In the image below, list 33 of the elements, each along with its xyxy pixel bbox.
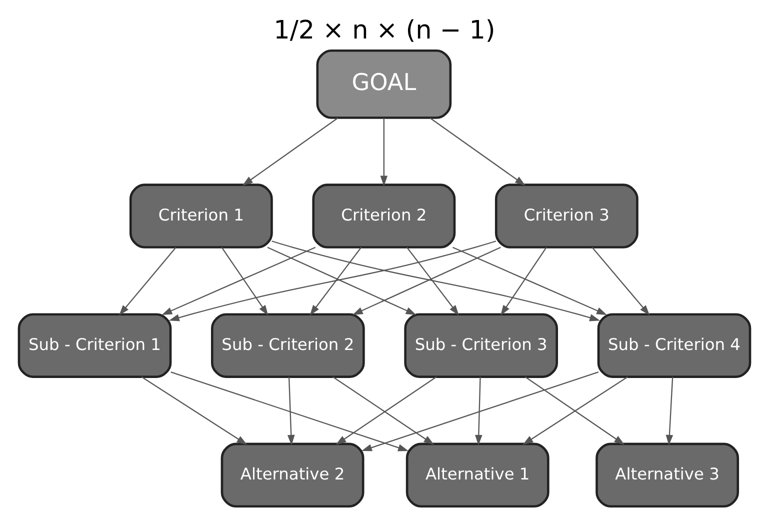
node-box: Sub - Criterion 3 <box>404 312 558 378</box>
arrow <box>406 246 458 315</box>
arrow <box>220 246 268 316</box>
arrow <box>286 376 294 445</box>
arrow <box>170 370 408 451</box>
arrow <box>474 376 482 445</box>
node-box: GOAL <box>316 48 452 118</box>
arrow <box>452 246 607 314</box>
arrow <box>168 240 496 321</box>
arrow <box>380 118 388 186</box>
node-box: Sub - Criterion 2 <box>210 312 364 378</box>
arrow <box>161 246 316 314</box>
node-box: Sub - Criterion 4 <box>596 312 751 378</box>
arrow <box>429 117 525 186</box>
arrow <box>118 246 176 315</box>
arrow <box>360 370 598 451</box>
arrow <box>271 240 600 321</box>
node-box: Criterion 2 <box>312 183 456 248</box>
arrow <box>665 376 673 445</box>
diagram-title: 1/2 × n × (n − 1) <box>273 14 495 44</box>
arrow <box>352 246 500 315</box>
node-box: Criterion 3 <box>494 183 638 248</box>
arrow <box>309 246 362 315</box>
node-box: Sub - Criterion 1 <box>17 312 172 378</box>
node-box: Criterion 1 <box>128 183 272 248</box>
arrow <box>591 246 650 315</box>
node-box: Alternative 1 <box>405 442 549 508</box>
node-box: Alternative 3 <box>595 442 739 508</box>
arrow <box>140 376 247 444</box>
arrow <box>266 246 416 314</box>
arrow <box>242 117 338 186</box>
node-box: Alternative 2 <box>220 442 364 508</box>
arrow <box>500 246 546 316</box>
